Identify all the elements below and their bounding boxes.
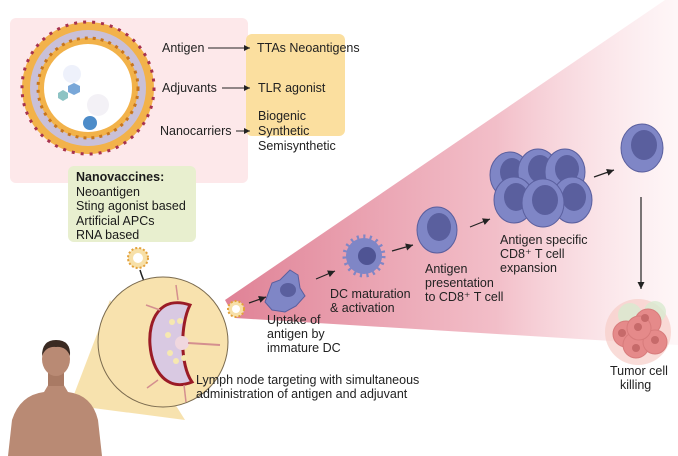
nanocarrier-type-2: Synthetic	[258, 124, 310, 138]
nanocarriers-label: Nanocarriers	[160, 124, 232, 138]
arrow-to-t-cell	[391, 243, 414, 252]
arrow-to-expansion	[469, 218, 491, 228]
component-details-panel	[246, 34, 345, 136]
nanovaccine-particle-icon	[127, 247, 149, 269]
uptake-label-line1: Uptake of	[267, 313, 321, 327]
tumor-killing-label-line2: killing	[620, 378, 652, 392]
nanoparticle-illustration	[20, 20, 156, 156]
arrow-to-immature-dc	[248, 296, 267, 304]
tumor-killing-label-line1: Tumor cell	[610, 364, 668, 378]
process-beam	[225, 0, 678, 345]
mature-dc-cell	[342, 234, 386, 278]
t-cell	[416, 206, 458, 254]
expansion-label-line2: CD8⁺ T cell	[500, 247, 565, 261]
uptake-label-line2: antigen by	[267, 327, 325, 341]
nanovaccines-box: Nanovaccines: Neoantigen Sting agonist b…	[68, 166, 196, 242]
expansion-label-line3: expansion	[500, 261, 557, 275]
lymph-node-caption-line2: administration of antigen and adjuvant	[196, 387, 408, 401]
uptake-label-line3: immature DC	[267, 341, 341, 355]
nanovaccine-item: Sting agonist based	[76, 199, 186, 213]
arrow-to-mature-dc	[315, 270, 336, 280]
antigen-target: TTAs Neoantigens	[257, 41, 360, 55]
presentation-label-line2: presentation	[425, 276, 494, 290]
nanovaccine-item: RNA based	[76, 228, 140, 242]
nanocarrier-type-1: Biogenic	[258, 109, 306, 123]
adjuvant-target: TLR agonist	[258, 81, 326, 95]
nanovaccines-title: Nanovaccines:	[76, 170, 165, 184]
presentation-label-line1: Antigen	[425, 262, 468, 276]
nanocarrier-type-3: Semisynthetic	[258, 139, 336, 153]
nanovaccine-item: Neoantigen	[76, 184, 140, 199]
maturation-label-line1: DC maturation	[330, 287, 411, 301]
nanovaccine-item: Artificial APCs	[76, 213, 155, 228]
lymph-node-caption-line1: Lymph node targeting with simultaneous	[196, 373, 420, 387]
immature-dc-cell	[264, 269, 306, 313]
expansion-label-line1: Antigen specific	[500, 233, 588, 247]
antigen-label: Antigen	[162, 41, 205, 55]
maturation-label-line2: & activation	[330, 301, 395, 315]
antigen-icon	[68, 83, 80, 95]
nanoparticle-in-beam-icon	[227, 300, 245, 318]
human-body-figure	[8, 340, 102, 456]
adjuvants-label: Adjuvants	[162, 81, 217, 95]
tumor-cell-cluster	[605, 299, 671, 365]
effector-t-cell	[620, 123, 664, 173]
t-cell-cluster	[489, 148, 593, 228]
arrow-to-effector	[593, 168, 615, 178]
presentation-label-line3: to CD8⁺ T cell	[425, 290, 504, 304]
adjuvant-icon	[83, 116, 97, 130]
lymph-node-illustration	[145, 284, 221, 403]
